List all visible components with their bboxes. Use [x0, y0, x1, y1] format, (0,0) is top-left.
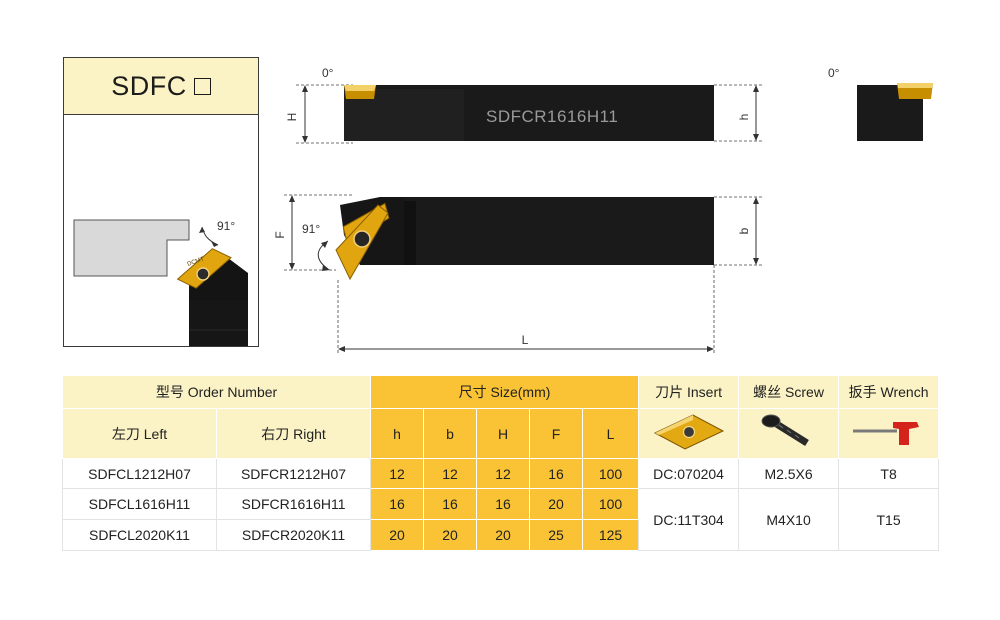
insert-image [653, 414, 724, 450]
header-col-H: H [476, 408, 531, 459]
header-col-b: b [423, 408, 478, 459]
row1-left: SDFCL1212H07 [62, 458, 217, 489]
row2-F: 20 [529, 488, 584, 520]
row1-h: 12 [370, 458, 425, 489]
inset-angle-label: 91° [217, 219, 235, 233]
row3-right: SDFCR2020K11 [215, 519, 372, 551]
top-view-sketch: DCMT 91° [73, 219, 248, 346]
row2-right: SDFCR1616H11 [215, 488, 372, 520]
row3-h: 20 [370, 519, 425, 551]
header-screw: 螺丝 Screw [738, 375, 840, 409]
row3-left: SDFCL2020K11 [62, 519, 217, 551]
insert-screw-icon [196, 267, 210, 281]
screw-image [761, 414, 809, 446]
acc2-screw: M4X10 [738, 488, 840, 551]
row2-left: SDFCL1616H11 [62, 488, 217, 520]
row1-L: 100 [582, 458, 640, 489]
spec-table: 型号 Order Number 尺寸 Size(mm) 刀片 Insert 螺丝… [61, 375, 940, 551]
header-insert: 刀片 Insert [638, 375, 740, 409]
row2-L: 100 [582, 488, 640, 520]
header-col-L: L [582, 408, 640, 459]
header-col-F: F [529, 408, 584, 459]
wrench-image [852, 422, 919, 445]
header-order-number: 型号 Order Number [61, 375, 372, 409]
insert-image-cell [638, 408, 740, 459]
acc1-wrench: T8 [838, 458, 940, 489]
body-marking: SDFCR1616H11 [486, 107, 618, 126]
row3-b: 20 [423, 519, 478, 551]
row1-H: 12 [476, 458, 531, 489]
tool-head [189, 255, 248, 300]
tool-top-body [404, 197, 714, 265]
wrench-image-cell [838, 408, 940, 459]
dim-F-label: F [273, 231, 287, 238]
row1-b: 12 [423, 458, 478, 489]
header-wrench: 扳手 Wrench [838, 375, 940, 409]
product-title: SDFC [64, 58, 258, 115]
header-size: 尺寸 Size(mm) [370, 375, 640, 409]
insert-marking: DCMT [187, 256, 206, 268]
header-left: 左刀 Left [62, 408, 217, 459]
row3-F: 25 [529, 519, 584, 551]
angle-top-left: 0° [322, 66, 334, 80]
row2-b: 16 [423, 488, 478, 520]
row1-right: SDFCR1212H07 [215, 458, 372, 489]
variant-box-icon [193, 77, 211, 95]
workpiece-shape [73, 219, 190, 277]
product-overview-box: SDFC DCMT 91° [63, 57, 259, 347]
product-code: SDFC [111, 70, 187, 101]
acc1-screw: M2.5X6 [738, 458, 840, 489]
dim-h-label: h [737, 114, 751, 121]
angle-top-right: 0° [828, 66, 840, 80]
header-right: 右刀 Right [215, 408, 372, 459]
tool-dimension-drawing: H 0° SDFCR1616H11 h 0° F 91° b L [273, 66, 933, 355]
acc2-insert: DC:11T304 [638, 488, 740, 551]
dim-b-label: b [737, 227, 751, 234]
row3-L: 125 [582, 519, 640, 551]
row3-H: 20 [476, 519, 531, 551]
dim-H-label: H [285, 113, 299, 122]
header-col-h: h [370, 408, 425, 459]
row2-H: 16 [476, 488, 531, 520]
dim-L-label: L [522, 333, 529, 347]
acc2-wrench: T15 [838, 488, 940, 551]
top-insert-screw-icon [353, 230, 371, 248]
row1-F: 16 [529, 458, 584, 489]
screw-image-cell [738, 408, 840, 459]
approach-angle-label: 91° [302, 222, 320, 236]
row2-h: 16 [370, 488, 425, 520]
acc1-insert: DC:070204 [638, 458, 740, 489]
